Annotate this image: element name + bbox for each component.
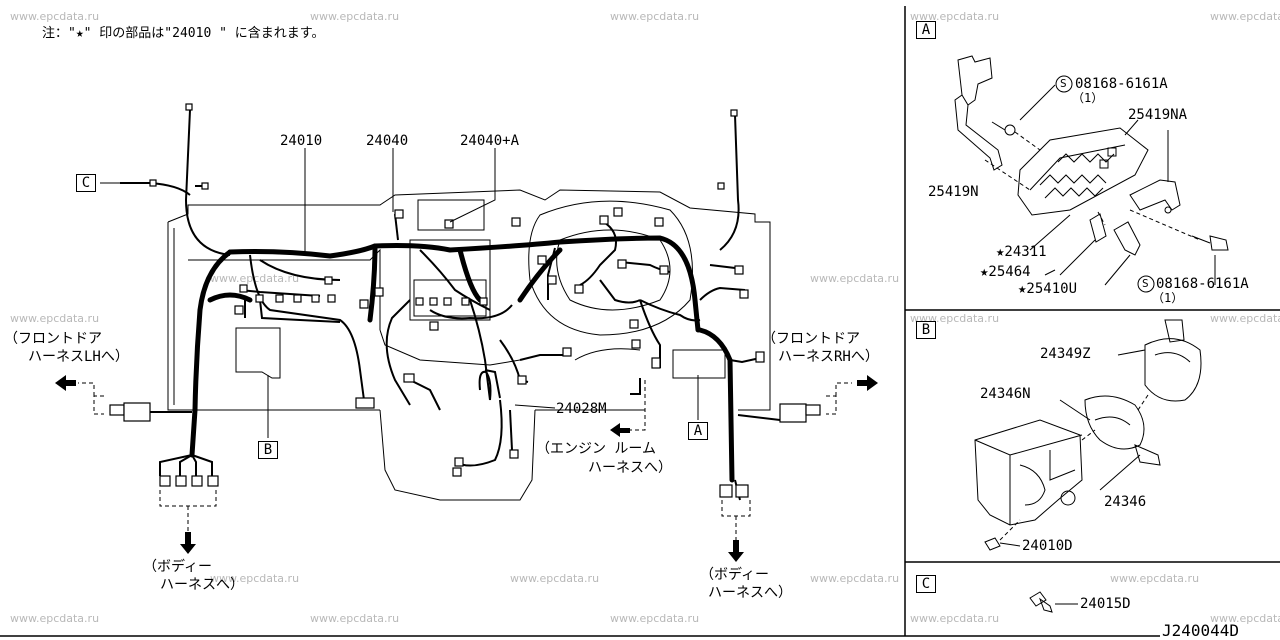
callout-box-b: B xyxy=(258,441,278,459)
part-label-24040a: 24040+A xyxy=(460,133,520,149)
part-label-24015d: 24015D xyxy=(1080,596,1131,612)
callout-box-c: C xyxy=(76,174,96,192)
part-label-25419n: 25419N xyxy=(928,184,979,200)
branch-wires xyxy=(120,109,781,501)
part-label-24349z: 24349Z xyxy=(1040,346,1091,362)
qty-label-bottom: （1） xyxy=(1152,291,1184,305)
body-harness-left-1: （ボディー xyxy=(143,559,213,575)
part-label-24010: 24010 xyxy=(280,133,323,149)
panel-c-drawing xyxy=(1029,591,1078,613)
body-harness-right-2: ハーネスへ） xyxy=(708,585,792,601)
harness-lh-label: ハーネスLHへ） xyxy=(28,349,129,365)
part-label-25410u: ★25410U xyxy=(1018,281,1078,297)
part-label-24346: 24346 xyxy=(1104,494,1147,510)
watermark: www.epcdata.ru xyxy=(810,272,900,285)
body-harness-left-2: ハーネスへ） xyxy=(160,577,244,593)
watermark: www.epcdata.ru xyxy=(1110,572,1200,585)
watermark: www.epcdata.ru xyxy=(310,612,400,625)
footer-code: J240044D xyxy=(1162,621,1240,640)
watermark: www.epcdata.ru xyxy=(810,572,900,585)
part-label-24346n: 24346N xyxy=(980,386,1031,402)
engine-harness-label: ハーネスへ） xyxy=(588,460,672,476)
part-label-08168-top: 08168-6161A xyxy=(1075,76,1168,92)
callout-box-a: A xyxy=(688,422,708,440)
watermark: www.epcdata.ru xyxy=(610,10,700,23)
part-label-24010d: 24010D xyxy=(1022,538,1073,554)
connectors xyxy=(109,103,821,498)
s-mark: S xyxy=(1142,277,1149,290)
qty-label-top: （1） xyxy=(1072,91,1104,105)
watermark: www.epcdata.ru xyxy=(1210,612,1280,625)
arrows xyxy=(55,375,878,562)
part-label-24040: 24040 xyxy=(366,133,409,149)
panel-b-label: B xyxy=(916,321,936,339)
part-label-25419na: 25419NA xyxy=(1128,107,1188,123)
part-label-08168-bottom: 08168-6161A xyxy=(1156,276,1249,292)
watermark: www.epcdata.ru xyxy=(10,612,100,625)
part-label-24311: ★24311 xyxy=(996,244,1047,260)
panel-a-drawing xyxy=(954,55,1229,286)
front-door-lh-label: （フロントドア xyxy=(4,331,102,347)
panel-a-label: A xyxy=(916,21,936,39)
watermark: www.epcdata.ru xyxy=(310,10,400,23)
watermark: www.epcdata.ru xyxy=(910,10,1000,23)
watermark: www.epcdata.ru xyxy=(1210,10,1280,23)
note-text: 注："★" 印の部品は"24010 " に含まれます。 xyxy=(42,26,325,41)
watermark: www.epcdata.ru xyxy=(210,572,300,585)
watermark: www.epcdata.ru xyxy=(910,612,1000,625)
watermark: www.epcdata.ru xyxy=(610,612,700,625)
part-label-25464: ★25464 xyxy=(980,264,1031,280)
watermark: www.epcdata.ru xyxy=(10,10,100,23)
watermark: www.epcdata.ru xyxy=(1210,312,1280,325)
s-mark-circle xyxy=(1055,75,1073,93)
engine-room-label: （エンジン ルーム xyxy=(536,441,657,457)
panel-b-drawing xyxy=(974,319,1202,551)
watermark: www.epcdata.ru xyxy=(10,312,100,325)
part-label-24028m: 24028M xyxy=(556,401,607,417)
main-harness xyxy=(189,235,735,483)
harness-rh-label: ハーネスRHへ） xyxy=(778,349,879,365)
front-door-rh-label: （フロントドア xyxy=(762,331,860,347)
s-mark: S xyxy=(1060,77,1067,90)
watermark: www.epcdata.ru xyxy=(510,572,600,585)
panel-c-label: C xyxy=(916,575,936,593)
body-harness-right-1: （ボディー xyxy=(700,567,770,583)
s-mark-circle xyxy=(1137,275,1155,293)
